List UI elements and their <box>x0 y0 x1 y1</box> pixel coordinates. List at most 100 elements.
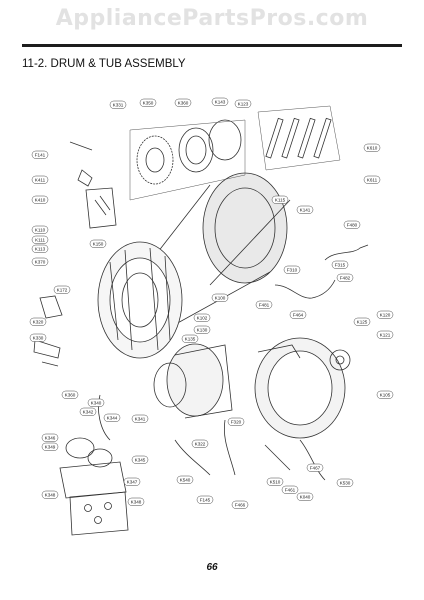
callout-label: K113 <box>35 247 46 252</box>
left-small-parts <box>33 141 117 367</box>
callout-f315: F315 <box>331 260 349 269</box>
callout-f145: F145 <box>196 495 214 504</box>
callout-k360b: K360 <box>61 390 79 399</box>
callout-label: K610 <box>367 146 378 151</box>
callout-label: K125 <box>357 320 368 325</box>
callout-label: K344 <box>107 416 118 421</box>
callout-label: K347 <box>127 480 138 485</box>
callout-label: K130 <box>197 328 208 333</box>
tub-rear <box>254 337 351 439</box>
callout-f466: F466 <box>231 500 249 509</box>
callout-label: K141 <box>300 208 311 213</box>
callout-label: K143 <box>215 100 226 105</box>
callout-label: K348 <box>45 493 56 498</box>
callout-k610: K610 <box>363 143 381 152</box>
callout-k322: K322 <box>191 439 209 448</box>
callout-f461: F461 <box>281 485 299 494</box>
callout-f464: F464 <box>289 310 307 319</box>
callout-label: K110 <box>35 228 46 233</box>
callout-label: K370 <box>35 260 46 265</box>
callout-k346: K346 <box>41 433 59 442</box>
callout-f320: F320 <box>227 417 245 426</box>
callout-label: K330 <box>33 336 44 341</box>
callout-k040: K040 <box>296 492 314 501</box>
callout-k143: K143 <box>211 97 229 106</box>
callout-k370: K370 <box>31 257 49 266</box>
callout-label: F480 <box>347 223 358 228</box>
callout-label: K135 <box>185 337 196 342</box>
callout-k345: K345 <box>131 455 149 464</box>
callout-label: K510 <box>270 480 281 485</box>
callout-k100: K100 <box>211 293 229 302</box>
callout-label: K123 <box>238 102 249 107</box>
callout-label: F461 <box>285 488 296 493</box>
callout-label: F310 <box>287 268 298 273</box>
callout-label: K150 <box>93 242 104 247</box>
callout-label: K411 <box>35 178 46 183</box>
callout-label: F141 <box>35 153 46 158</box>
callout-k342: K342 <box>79 407 97 416</box>
callout-k341: K341 <box>131 414 149 423</box>
callout-f467: F467 <box>306 463 324 472</box>
callout-label: K360 <box>65 393 76 398</box>
callout-k115: K115 <box>271 195 289 204</box>
callout-k120: K120 <box>376 310 394 319</box>
callout-k411: K411 <box>31 175 49 184</box>
callout-label: F315 <box>335 263 346 268</box>
callout-label: F320 <box>231 420 242 425</box>
callout-k410: K410 <box>31 195 49 204</box>
callout-k611: K611 <box>363 175 381 184</box>
callout-label: K342 <box>83 410 94 415</box>
callout-k344: K344 <box>103 413 121 422</box>
callout-label: K322 <box>195 442 206 447</box>
callout-label: K040 <box>300 495 311 500</box>
callout-k125: K125 <box>353 317 371 326</box>
callout-label: K340 <box>91 401 102 406</box>
hoses <box>98 244 369 481</box>
header-rule <box>22 44 402 47</box>
callout-k105: K105 <box>376 390 394 399</box>
callout-label: K530 <box>340 481 351 486</box>
callout-label: K540 <box>180 478 191 483</box>
callout-k347: K347 <box>123 477 141 486</box>
callout-label: F481 <box>259 303 270 308</box>
callout-label: K121 <box>380 333 391 338</box>
callout-label: K349 <box>45 445 56 450</box>
callout-label: F467 <box>310 466 321 471</box>
callout-k121: K121 <box>376 330 394 339</box>
callout-k350: K350 <box>139 98 157 107</box>
callout-k348: K348 <box>41 490 59 499</box>
callout-label: K331 <box>113 103 124 108</box>
section-title: 11-2. DRUM & TUB ASSEMBLY <box>22 58 186 70</box>
callout-label: K115 <box>275 198 286 203</box>
callout-f481: F481 <box>255 300 273 309</box>
rotor-stator <box>129 119 246 201</box>
callout-k510: K510 <box>266 477 284 486</box>
callout-label: F145 <box>200 498 211 503</box>
callout-k130: K130 <box>193 325 211 334</box>
callout-k141: K141 <box>296 205 314 214</box>
callout-k123: K123 <box>234 99 252 108</box>
callout-k135: K135 <box>181 334 199 343</box>
callout-label: K111 <box>35 238 45 243</box>
callout-f480: F480 <box>343 220 361 229</box>
dampers <box>257 105 341 171</box>
callout-label: K100 <box>215 296 226 301</box>
callout-label: K102 <box>197 316 208 321</box>
callout-label: K346 <box>45 436 56 441</box>
watermark: AppliancePartsPros.com <box>55 6 369 31</box>
callout-k111: K111 <box>31 235 49 244</box>
callout-k172: K172 <box>53 285 71 294</box>
callout-k360: K360 <box>174 98 192 107</box>
callout-k110: K110 <box>31 225 49 234</box>
callout-label: K360 <box>178 101 189 106</box>
callout-label: K105 <box>380 393 391 398</box>
callout-k540: K540 <box>176 475 194 484</box>
callout-label: K345 <box>135 458 146 463</box>
callout-k320: K320 <box>29 317 47 326</box>
callout-k349: K349 <box>41 442 59 451</box>
callout-label: K320 <box>33 320 44 325</box>
callout-label: K350 <box>143 101 154 106</box>
